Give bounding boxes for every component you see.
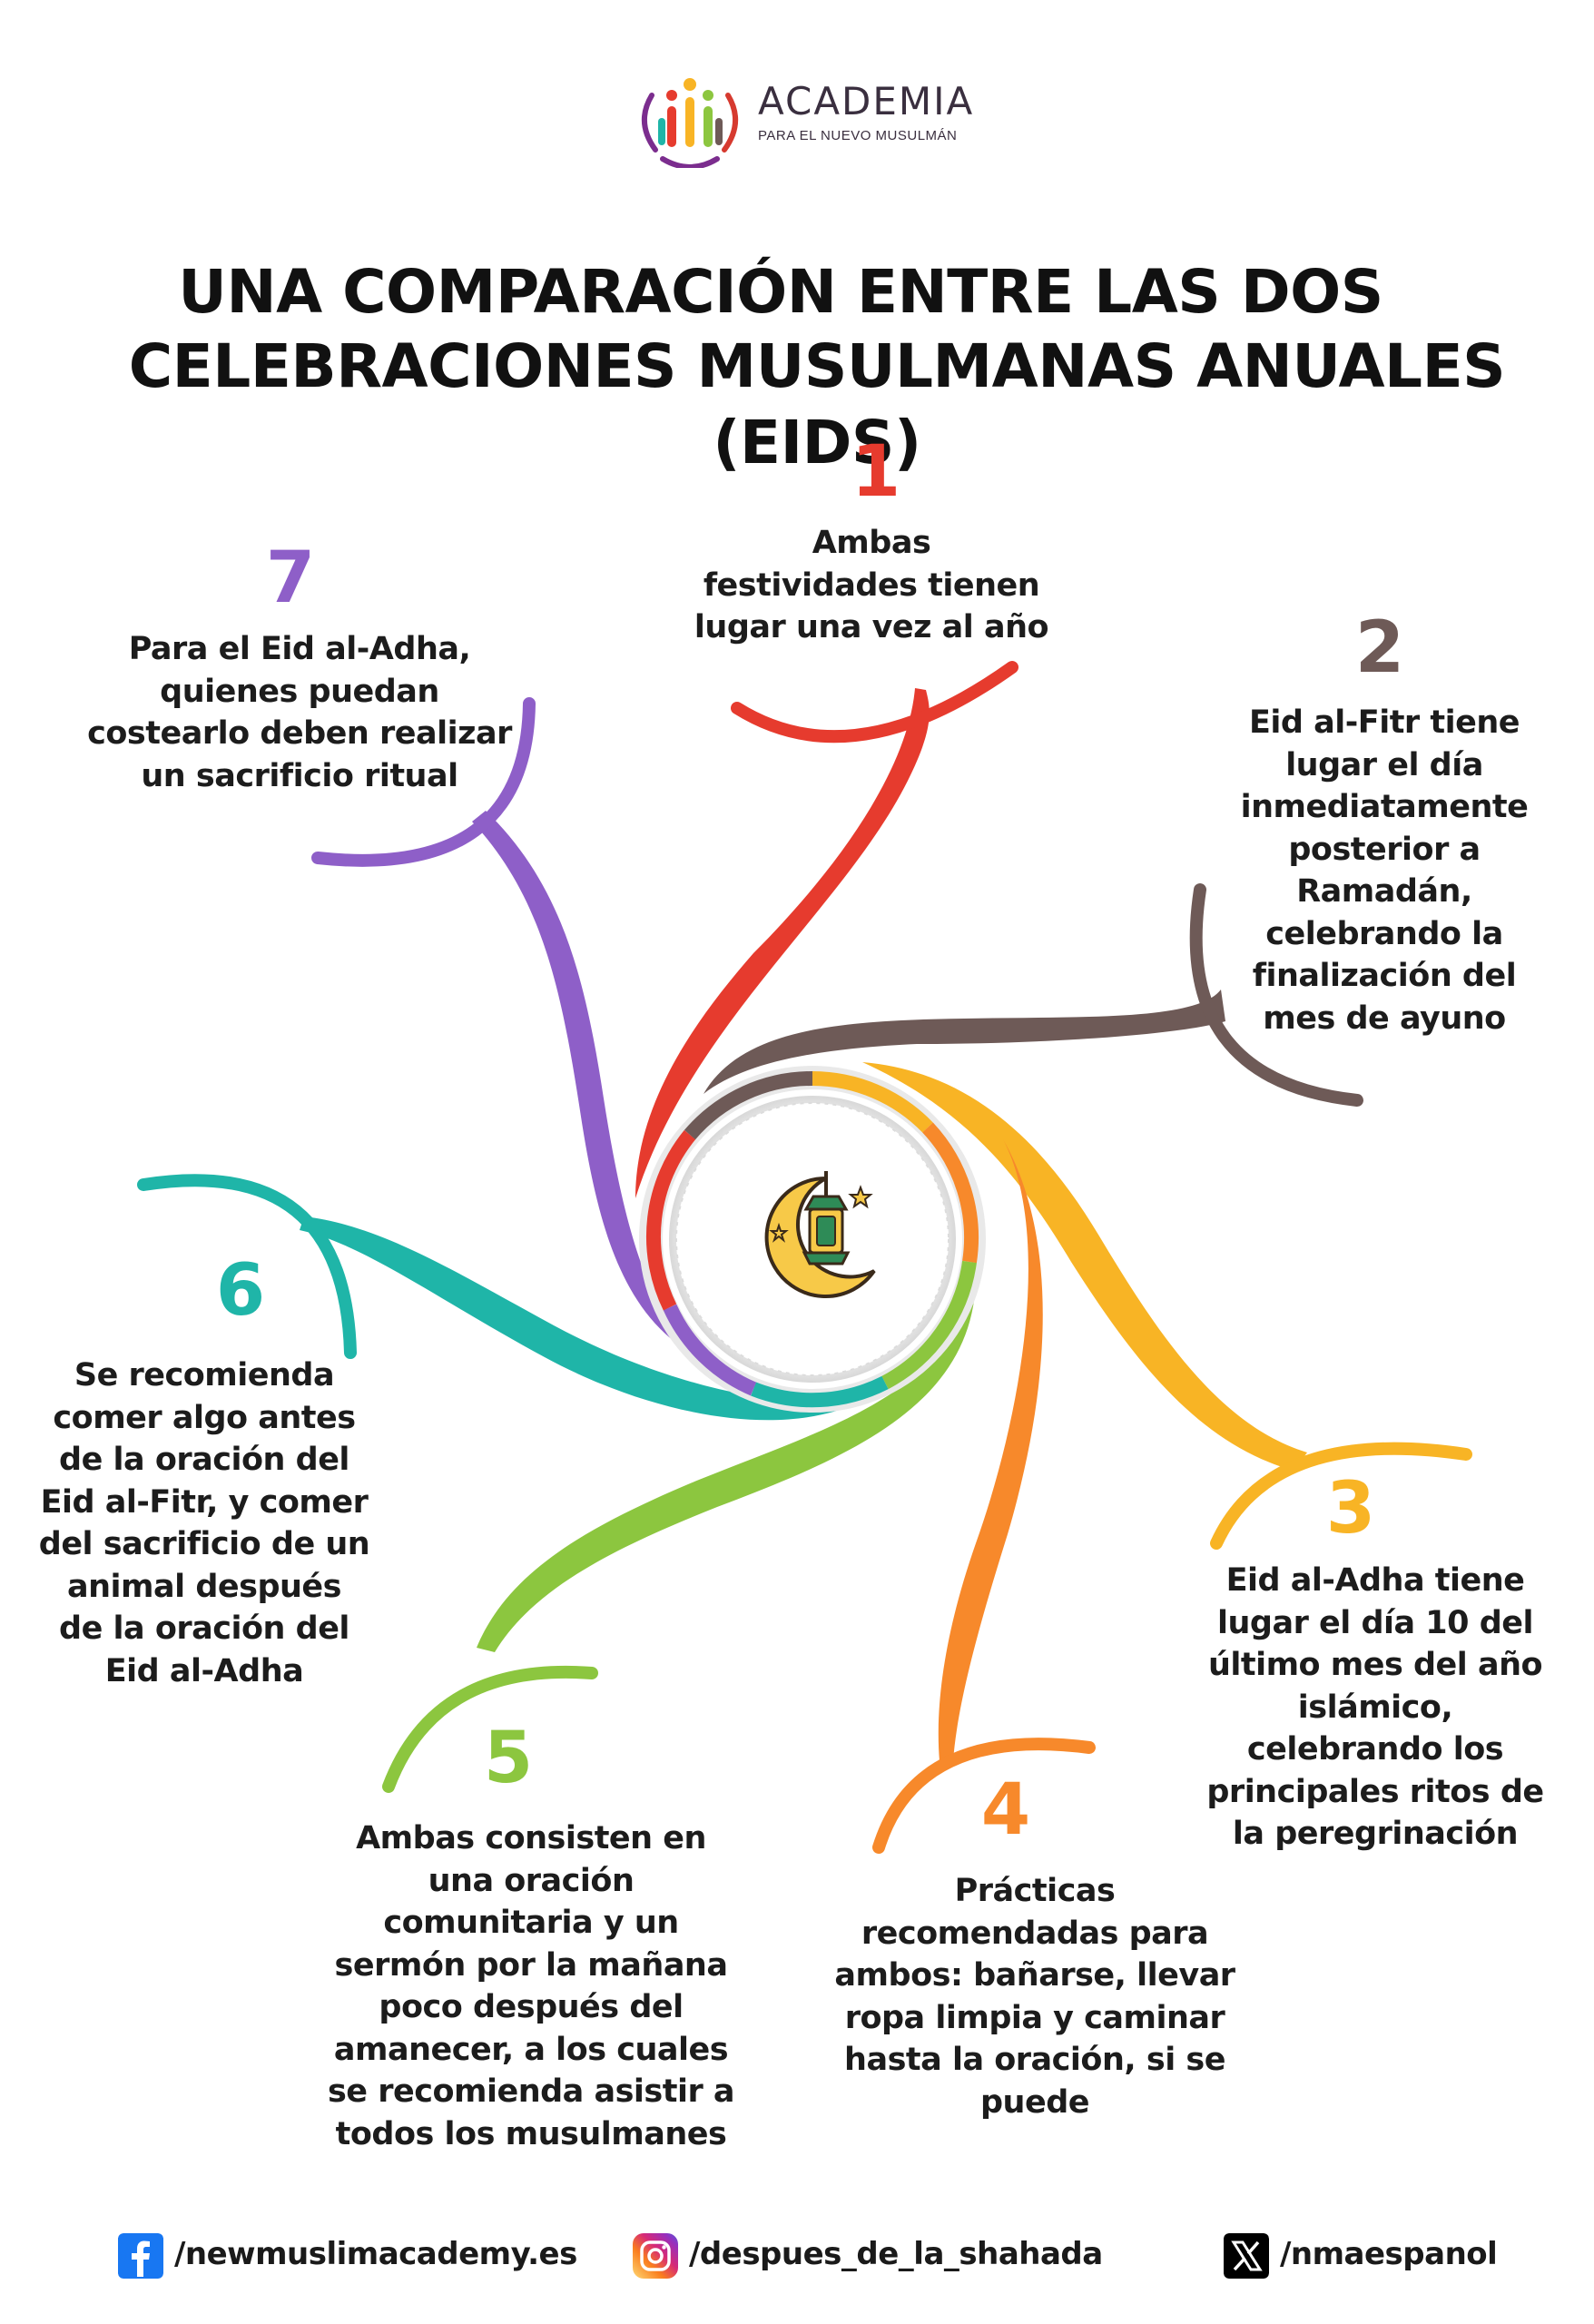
academia-logo: ACADEMIA PARA EL NUEVO MUSULMÁN: [635, 68, 999, 172]
step-6-text: Se recomienda comer algo antes de la ora…: [38, 1357, 370, 1689]
step-3-text: Eid al-Adha tiene lugar el día 10 del úl…: [1206, 1562, 1544, 1852]
step-5-text: Ambas consisten en una oración comunitar…: [327, 1820, 735, 2152]
arm-1: [635, 661, 1018, 1198]
step-6-number: 6: [215, 1250, 266, 1332]
logo-subtitle: PARA EL NUEVO MUSULMÁN: [758, 128, 958, 143]
logo-mark-icon: [641, 78, 739, 168]
step-7-text: Para el Eid al-Adha, quienes puedan cost…: [87, 631, 512, 794]
step-3-number: 3: [1325, 1468, 1376, 1550]
step-2-number: 2: [1354, 607, 1405, 689]
arm-5: [382, 1266, 977, 1793]
facebook-handle: /newmuslimacademy.es: [174, 2236, 577, 2272]
arm-6: [137, 1174, 858, 1421]
facebook-icon: [118, 2233, 163, 2279]
step-4-text: Prácticas recomendadas para ambos: bañar…: [834, 1873, 1235, 2121]
x-icon: [1224, 2233, 1269, 2279]
step-2-text: Eid al-Fitr tiene lugar el día inmediata…: [1240, 704, 1529, 1037]
page-title-line-1: UNA COMPARACIÓN ENTRE LAS DOS: [178, 257, 1383, 327]
step-4-number: 4: [980, 1769, 1031, 1851]
page-title-line-2: CELEBRACIONES MUSULMANAS ANUALES (EIDS): [128, 331, 1506, 478]
arm-2: [704, 883, 1363, 1107]
arm-7: [311, 697, 708, 1362]
instagram-handle: /despues_de_la_shahada: [689, 2236, 1103, 2272]
step-1-number: 1: [851, 431, 901, 513]
x-handle: /nmaespanol: [1280, 2236, 1498, 2272]
crescent-moon-lantern-icon: [764, 1171, 876, 1298]
arm-4: [872, 1139, 1096, 1854]
step-7-number: 7: [265, 537, 316, 619]
step-5-number: 5: [483, 1718, 534, 1799]
step-1-text: Ambas festividades tienen lugar una vez …: [694, 525, 1049, 645]
logo-name: ACADEMIA: [758, 79, 975, 123]
arm-3: [862, 1062, 1472, 1550]
instagram-icon: [633, 2233, 678, 2279]
